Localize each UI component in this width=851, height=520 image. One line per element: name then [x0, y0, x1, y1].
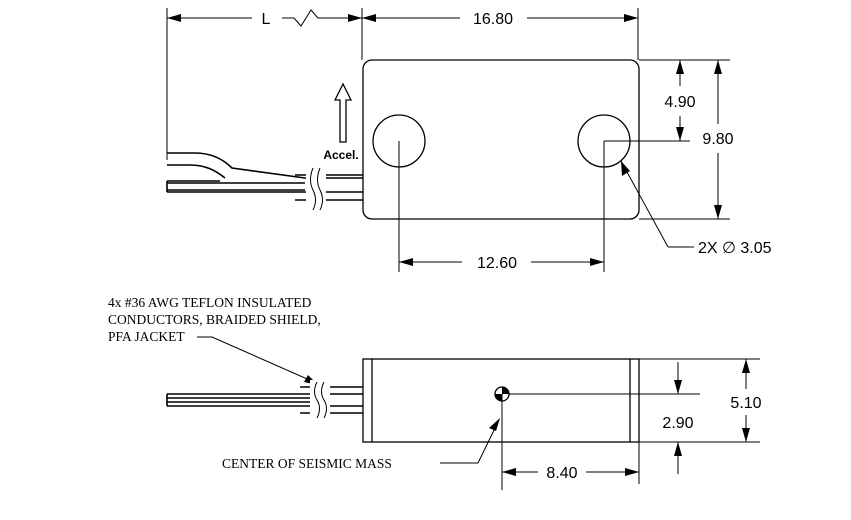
- mass-offset-label: 8.40: [546, 465, 577, 482]
- cable-note: 4x #36 AWG TEFLON INSULATED CONDUCTORS, …: [108, 295, 321, 385]
- side-height-label: 5.10: [730, 395, 761, 412]
- hole-callout-label: 2X ∅ 3.05: [698, 240, 772, 257]
- length-dimension: L: [166, 8, 363, 160]
- side-height-dimension: 5.10: [730, 359, 762, 442]
- cable-top: [166, 152, 363, 211]
- sensor-body-side: [362, 358, 640, 443]
- mass-offset-dimension: 8.40: [502, 442, 640, 484]
- cable-note-line-3: PFA JACKET: [108, 329, 185, 344]
- cable-side: [166, 380, 363, 420]
- accel-arrow-icon: Accel.: [323, 82, 359, 162]
- center-of-mass-icon: [494, 386, 510, 490]
- center-note-label: CENTER OF SEISMIC MASS: [222, 456, 392, 471]
- hole-spacing-label: 12.60: [477, 255, 517, 272]
- side-view: 4x #36 AWG TEFLON INSULATED CONDUCTORS, …: [108, 295, 762, 490]
- width-label: 16.80: [473, 11, 513, 28]
- hole-spacing-dimension: 12.60: [399, 255, 604, 272]
- half-height-label: 4.90: [664, 94, 695, 111]
- top-view: L 16.80 12.60: [166, 8, 772, 272]
- height-dimension: 9.80: [702, 60, 734, 219]
- width-dimension: 16.80: [362, 8, 639, 60]
- hole-callout: 2X ∅ 3.05: [620, 160, 772, 257]
- mass-height-label: 2.90: [662, 415, 693, 432]
- half-height-dimension: 4.90: [664, 60, 696, 141]
- mass-height-dimension: 2.90: [662, 362, 694, 474]
- length-label: L: [262, 11, 271, 28]
- cable-note-line-2: CONDUCTORS, BRAIDED SHIELD,: [108, 312, 321, 327]
- sensor-body-top: [362, 59, 640, 220]
- accel-label: Accel.: [323, 148, 358, 162]
- center-note: CENTER OF SEISMIC MASS: [222, 418, 500, 471]
- height-label: 9.80: [702, 131, 733, 148]
- cable-note-line-1: 4x #36 AWG TEFLON INSULATED: [108, 295, 312, 310]
